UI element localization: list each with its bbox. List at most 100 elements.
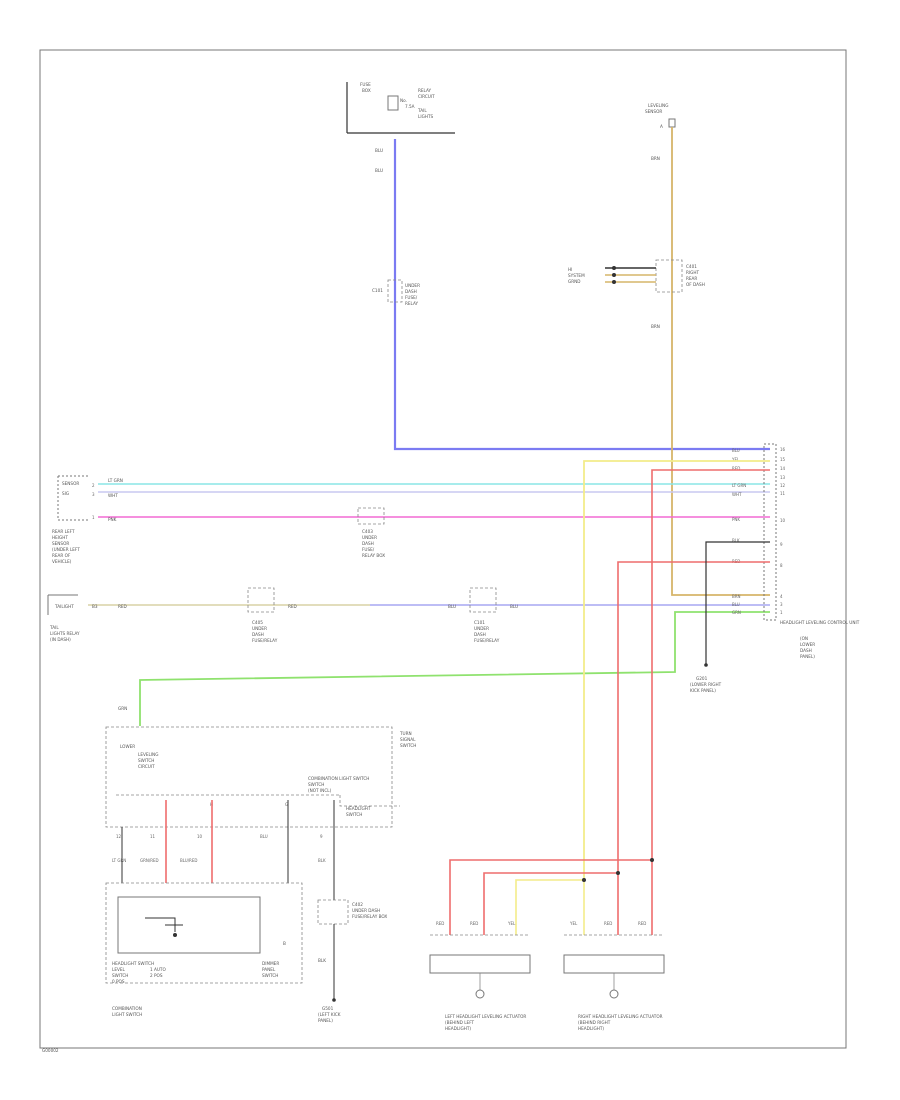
pin-label-11: WHT xyxy=(732,492,742,497)
svg-text:DASH: DASH xyxy=(405,289,417,294)
svg-text:G: G xyxy=(285,802,288,807)
svg-text:SWITCH: SWITCH xyxy=(308,782,324,787)
svg-text:FUSE/RELAY BOX: FUSE/RELAY BOX xyxy=(352,914,387,919)
connector-pink: C403 UNDER DASH FUSE/ RELAY BOX xyxy=(357,507,385,558)
wire-label-grnred: GRN/RED xyxy=(140,858,159,863)
pin-label-1: GRN xyxy=(732,610,741,615)
svg-text:UNDER: UNDER xyxy=(474,626,489,631)
leveling-switch-block: HEADLIGHT SWITCH LEVEL SWITCH 0 POS 1 AU… xyxy=(105,882,303,1017)
svg-text:12: 12 xyxy=(780,483,786,488)
svg-text:C402: C402 xyxy=(352,902,363,907)
svg-text:SWITCH: SWITCH xyxy=(138,758,154,763)
wire-label-blu-1: BLU xyxy=(375,148,383,153)
svg-text:(BEHIND LEFT: (BEHIND LEFT xyxy=(445,1020,475,1025)
pin-label-10: PNK xyxy=(732,517,740,522)
wire-label-blu-right: BLU xyxy=(510,604,518,609)
svg-text:TAIL: TAIL xyxy=(49,625,59,630)
svg-text:RELAY BOX: RELAY BOX xyxy=(362,553,385,558)
wire-act-yel-1 xyxy=(515,879,584,935)
svg-text:HEADLIGHT: HEADLIGHT xyxy=(346,806,371,811)
svg-text:C403: C403 xyxy=(362,529,373,534)
wire-yellow xyxy=(583,460,770,880)
tail-source: TAILIGHT TAIL LIGHTS RELAY (IN DASH) xyxy=(47,594,80,642)
pin-label-14: RED xyxy=(732,466,740,471)
headlight-switch-label: HEADLIGHT SWITCH xyxy=(112,961,154,966)
svg-text:FUSE/RELAY: FUSE/RELAY xyxy=(252,638,278,643)
svg-text:HEADLIGHT): HEADLIGHT) xyxy=(445,1026,471,1031)
svg-text:FUSE/RELAY: FUSE/RELAY xyxy=(474,638,500,643)
ground-right-label: G201 xyxy=(696,676,708,681)
svg-text:UNDER: UNDER xyxy=(252,626,267,631)
wire-blue-main xyxy=(393,139,770,451)
connector-blue: C101 UNDER DASH FUSE/ RELAY xyxy=(372,279,420,306)
svg-text:LIGHT SWITCH: LIGHT SWITCH xyxy=(112,1012,142,1017)
svg-text:RELAY: RELAY xyxy=(418,88,432,93)
ground-left-label: G501 xyxy=(322,1006,334,1011)
left-sensor: SENSOR SIG REAR LEFT HEIGHT SENSOR (UNDE… xyxy=(52,475,95,564)
svg-text:(BEHIND RIGHT: (BEHIND RIGHT xyxy=(578,1020,611,1025)
svg-text:3: 3 xyxy=(92,492,95,497)
svg-text:(IN DASH): (IN DASH) xyxy=(50,637,71,642)
svg-text:RED: RED xyxy=(638,921,646,926)
svg-text:LIGHTS: LIGHTS xyxy=(418,114,434,119)
svg-text:RIGHT: RIGHT xyxy=(686,270,700,275)
pin-label-9: BLK xyxy=(732,538,740,543)
connector-tan: C401 RIGHT REAR OF DASH HI SYSTEM GRND xyxy=(568,259,705,293)
wire-label-blu-mid: BLU xyxy=(448,604,456,609)
wire-act-red-2 xyxy=(483,872,618,935)
wire-label-red-mid: RED xyxy=(288,604,297,609)
svg-text:4: 4 xyxy=(780,594,783,599)
svg-text:DASH: DASH xyxy=(362,541,374,546)
connector-tail-2: C101 UNDER DASH FUSE/RELAY xyxy=(469,587,500,643)
control-unit-label: HEADLIGHT LEVELING CONTROL UNIT xyxy=(780,620,860,625)
svg-text:COMBINATION: COMBINATION xyxy=(112,1006,142,1011)
svg-text:LEVEL: LEVEL xyxy=(112,967,125,972)
svg-text:PANEL): PANEL) xyxy=(318,1018,333,1023)
pin-label-15: YEL xyxy=(731,457,740,462)
wire-label-ltgrn: LT GRN xyxy=(108,478,123,483)
svg-text:16: 16 xyxy=(780,447,786,452)
svg-text:(ON: (ON xyxy=(800,636,808,641)
left-actuator: RED RED YEL LEFT HEADLIGHT LEVELING ACTU… xyxy=(429,921,531,1031)
svg-text:(LEFT KICK: (LEFT KICK xyxy=(318,1012,341,1017)
svg-text:DASH: DASH xyxy=(800,648,812,653)
fuse-box: FUSE BOX No. 7.5A RELAY CIRCUIT TAIL LIG… xyxy=(346,82,455,134)
svg-text:CIRCUIT: CIRCUIT xyxy=(138,764,155,769)
svg-text:LT GRN: LT GRN xyxy=(112,858,126,863)
svg-text:DIMMER: DIMMER xyxy=(262,961,279,966)
svg-text:(NOT INCL): (NOT INCL) xyxy=(308,788,332,793)
wire-label-grn: GRN xyxy=(118,706,127,711)
svg-text:LEVELING: LEVELING xyxy=(648,103,668,108)
svg-text:1 AUTO: 1 AUTO xyxy=(150,967,166,972)
svg-text:SIGNAL: SIGNAL xyxy=(400,737,416,742)
wire-label-blured: BLU/RED xyxy=(180,858,197,863)
svg-text:TAIL: TAIL xyxy=(417,108,427,113)
svg-text:SYSTEM: SYSTEM xyxy=(568,273,585,278)
svg-text:11: 11 xyxy=(150,834,156,839)
connector-tail-1: C405 UNDER DASH FUSE/RELAY xyxy=(247,587,278,643)
svg-text:A: A xyxy=(660,124,663,129)
wire-label-wht: WHT xyxy=(108,493,118,498)
right-actuator: YEL RED RED RIGHT HEADLIGHT LEVELING ACT… xyxy=(563,921,665,1031)
combination-switch-label: COMBINATION LIGHT SWITCH xyxy=(308,776,369,781)
left-actuator-label: LEFT HEADLIGHT LEVELING ACTUATOR xyxy=(445,1014,526,1019)
fuse-box-label: FUSE xyxy=(360,82,371,87)
svg-text:SWITCH: SWITCH xyxy=(112,973,128,978)
wire-label-blu-2: BLU xyxy=(375,168,383,173)
wire-label-red-left: RED xyxy=(118,604,127,609)
svg-text:15: 15 xyxy=(780,457,786,462)
pin-label-4: BRN xyxy=(732,594,741,599)
svg-text:C101: C101 xyxy=(372,288,383,293)
svg-text:14: 14 xyxy=(780,466,786,471)
wire-tan-main xyxy=(671,127,770,596)
svg-text:C405: C405 xyxy=(252,620,263,625)
top-right-ground-source: LEVELING SENSOR A xyxy=(645,103,676,129)
svg-text:SENSOR: SENSOR xyxy=(62,481,79,486)
tail-relay-connector: C402 UNDER DASH FUSE/RELAY BOX BLK G501 … xyxy=(283,899,387,1023)
svg-text:12: 12 xyxy=(116,834,122,839)
svg-text:(UNDER LEFT: (UNDER LEFT xyxy=(52,547,80,552)
svg-text:RED: RED xyxy=(436,921,444,926)
svg-text:UNDER: UNDER xyxy=(405,283,420,288)
svg-text:RELAY: RELAY xyxy=(405,301,419,306)
svg-text:SWITCH: SWITCH xyxy=(262,973,278,978)
